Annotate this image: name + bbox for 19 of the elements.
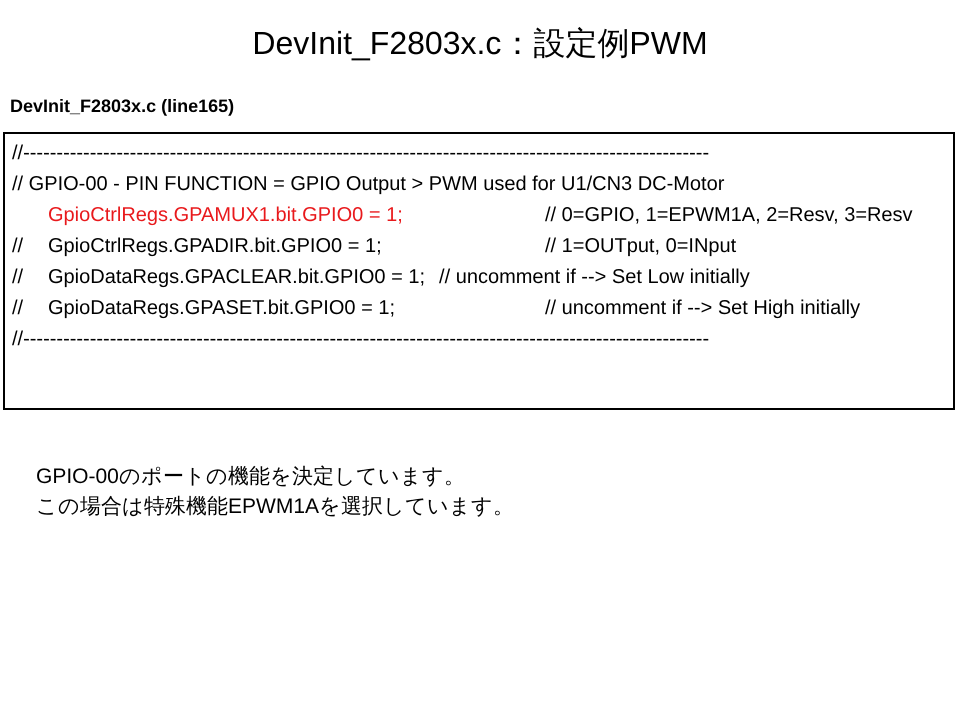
- file-heading: DevInit_F2803x.c (line165): [10, 96, 234, 117]
- code-comment: //-------------------------------------------------------------------------------------------------------: [12, 142, 710, 164]
- code-comment: // uncomment if --> Set High initially: [545, 297, 860, 319]
- code-box: [3, 132, 955, 410]
- code-line: GpioDataRegs.GPACLEAR.bit.GPIO0 = 1;: [48, 265, 426, 290]
- code-comment: // uncomment if --> Set Low initially: [439, 266, 750, 288]
- code-comment: // GPIO-00 - PIN FUNCTION = GPIO Output > PWM used for U1/CN3 DC-Motor: [12, 173, 724, 195]
- explanation-text: この場合は特殊機能EPWM1Aを選択しています。: [36, 494, 514, 520]
- code-comment: // 0=GPIO, 1=EPWM1A, 2=Resv, 3=Resv: [545, 204, 913, 226]
- code-line: GpioDataRegs.GPASET.bit.GPIO0 = 1;: [48, 296, 396, 321]
- code-line: GpioCtrlRegs.GPAMUX1.bit.GPIO0 = 1;: [48, 203, 404, 228]
- code-comment: // 1=OUTput, 0=INput: [545, 235, 736, 257]
- code-comment: //-------------------------------------------------------------------------------------------------------: [12, 328, 710, 350]
- comment-marker: //: [12, 265, 24, 290]
- comment-marker: //: [12, 296, 24, 321]
- slide-title: DevInit_F2803x.c：設定例PWM: [251, 24, 709, 63]
- explanation-text: GPIO-00のポートの機能を決定しています。: [36, 464, 465, 490]
- comment-marker: //: [12, 234, 24, 259]
- code-line: GpioCtrlRegs.GPADIR.bit.GPIO0 = 1;: [48, 234, 383, 259]
